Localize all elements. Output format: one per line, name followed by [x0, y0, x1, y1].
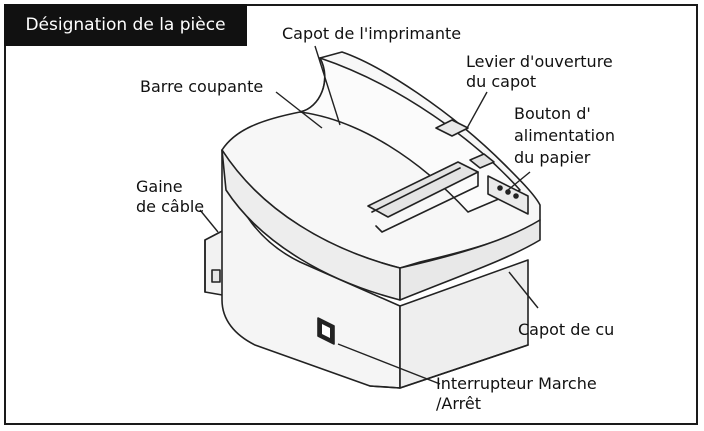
- label-cable-sheath-1: Gaine: [136, 177, 183, 196]
- label-cable-sheath-2: de câble: [136, 197, 205, 216]
- leader-lines: [199, 45, 539, 385]
- label-front-cover: Capot de cu: [518, 320, 615, 339]
- label-cutter-bar: Barre coupante: [140, 77, 264, 96]
- label-power-switch-2: /Arrêt: [436, 394, 481, 413]
- label-cover-lever-2: du capot: [466, 72, 537, 91]
- printer-icon: [204, 51, 541, 389]
- label-printer-cover: Capot de l'imprimante: [282, 24, 462, 43]
- label-feed-button-3: du papier: [514, 148, 591, 167]
- diagram-title: Désignation de la pièce: [4, 4, 247, 46]
- label-feed-button-1: Bouton d': [514, 104, 591, 123]
- label-power-switch-1: Interrupteur Marche: [436, 374, 597, 393]
- label-feed-button-2: alimentation: [514, 126, 615, 145]
- label-cover-lever-1: Levier d'ouverture: [466, 52, 613, 71]
